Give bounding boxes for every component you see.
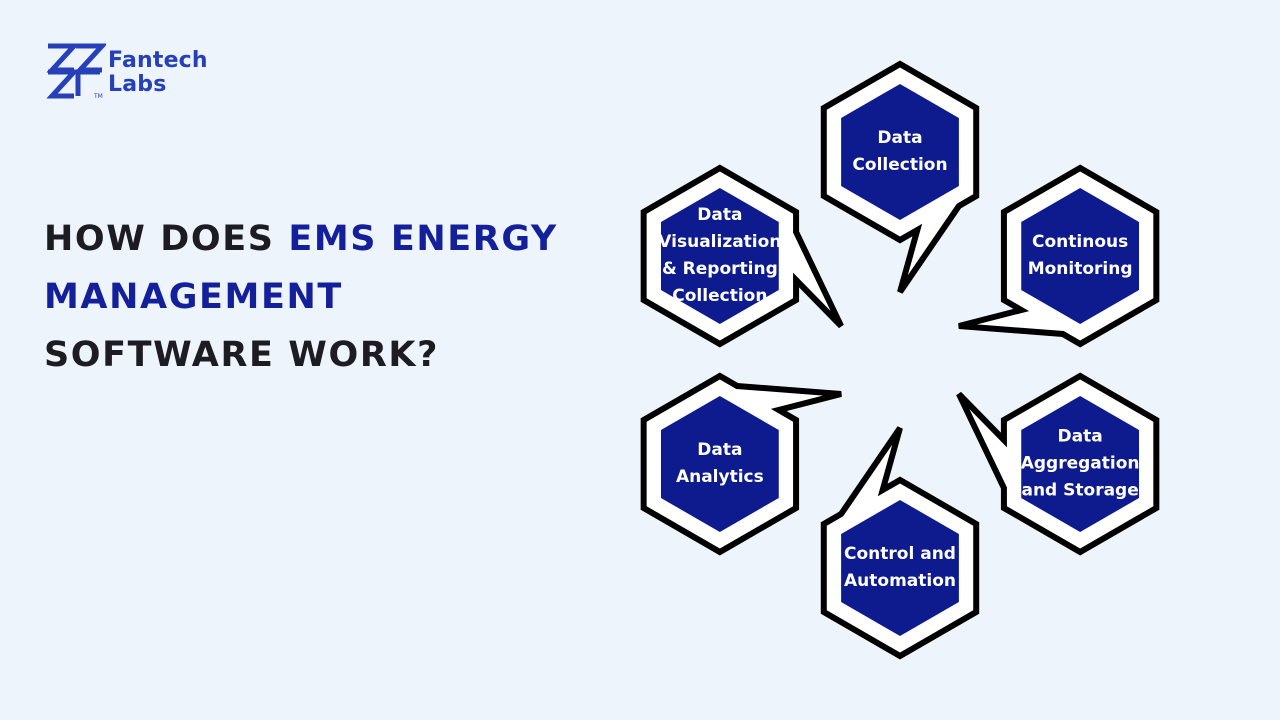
node-label-line: Analytics (675, 467, 764, 487)
node-label-line: Control and (844, 544, 956, 564)
title-line-1-accent: EMS ENERGY (288, 219, 558, 259)
node-fill-control-automation (841, 500, 959, 636)
brand-name: Fantech Labs (108, 49, 208, 97)
node-label-line: Collection (672, 286, 768, 306)
node-label-line: Aggregation (1020, 453, 1140, 474)
node-label-line: and Storage (1021, 480, 1139, 501)
node-fill-continuous-monitoring (1021, 188, 1140, 324)
hexagon-cycle-graphic (640, 60, 1160, 660)
brand-name-line1: Fantech (108, 48, 208, 73)
node-label-line: Data (697, 205, 743, 225)
node-label-line: Data (877, 128, 923, 148)
node-fill-data-visualization-reporting (660, 188, 779, 324)
page-title: HOW DOES EMS ENERGY MANAGEMENT SOFTWARE … (44, 210, 624, 384)
node-fill-data-analytics (660, 396, 779, 532)
node-label-line: Automation (844, 571, 956, 591)
node-fill-data-aggregation-storage (1021, 396, 1140, 532)
node-label-line: Data (1057, 426, 1103, 447)
node-label-line: & Reporting (661, 259, 778, 279)
node-label-line: Collection (852, 155, 948, 175)
node-label-line: Visualization (658, 232, 782, 252)
brand-logo[interactable]: TM Fantech Labs (44, 42, 234, 102)
title-line-1: HOW DOES EMS ENERGY (44, 210, 624, 268)
node-fill-data-collection (841, 84, 959, 220)
node-label-line: Continous (1032, 232, 1129, 252)
title-line-1-plain: HOW DOES (44, 219, 289, 259)
trademark-mark: TM (93, 93, 103, 100)
node-label-line: Monitoring (1027, 259, 1133, 279)
title-line-3: SOFTWARE WORK? (44, 335, 440, 375)
node-label-line: Data (697, 440, 743, 460)
title-line-2: MANAGEMENT (44, 277, 343, 317)
fantech-logo-icon: TM (46, 43, 106, 100)
brand-name-line2: Labs (108, 72, 167, 97)
